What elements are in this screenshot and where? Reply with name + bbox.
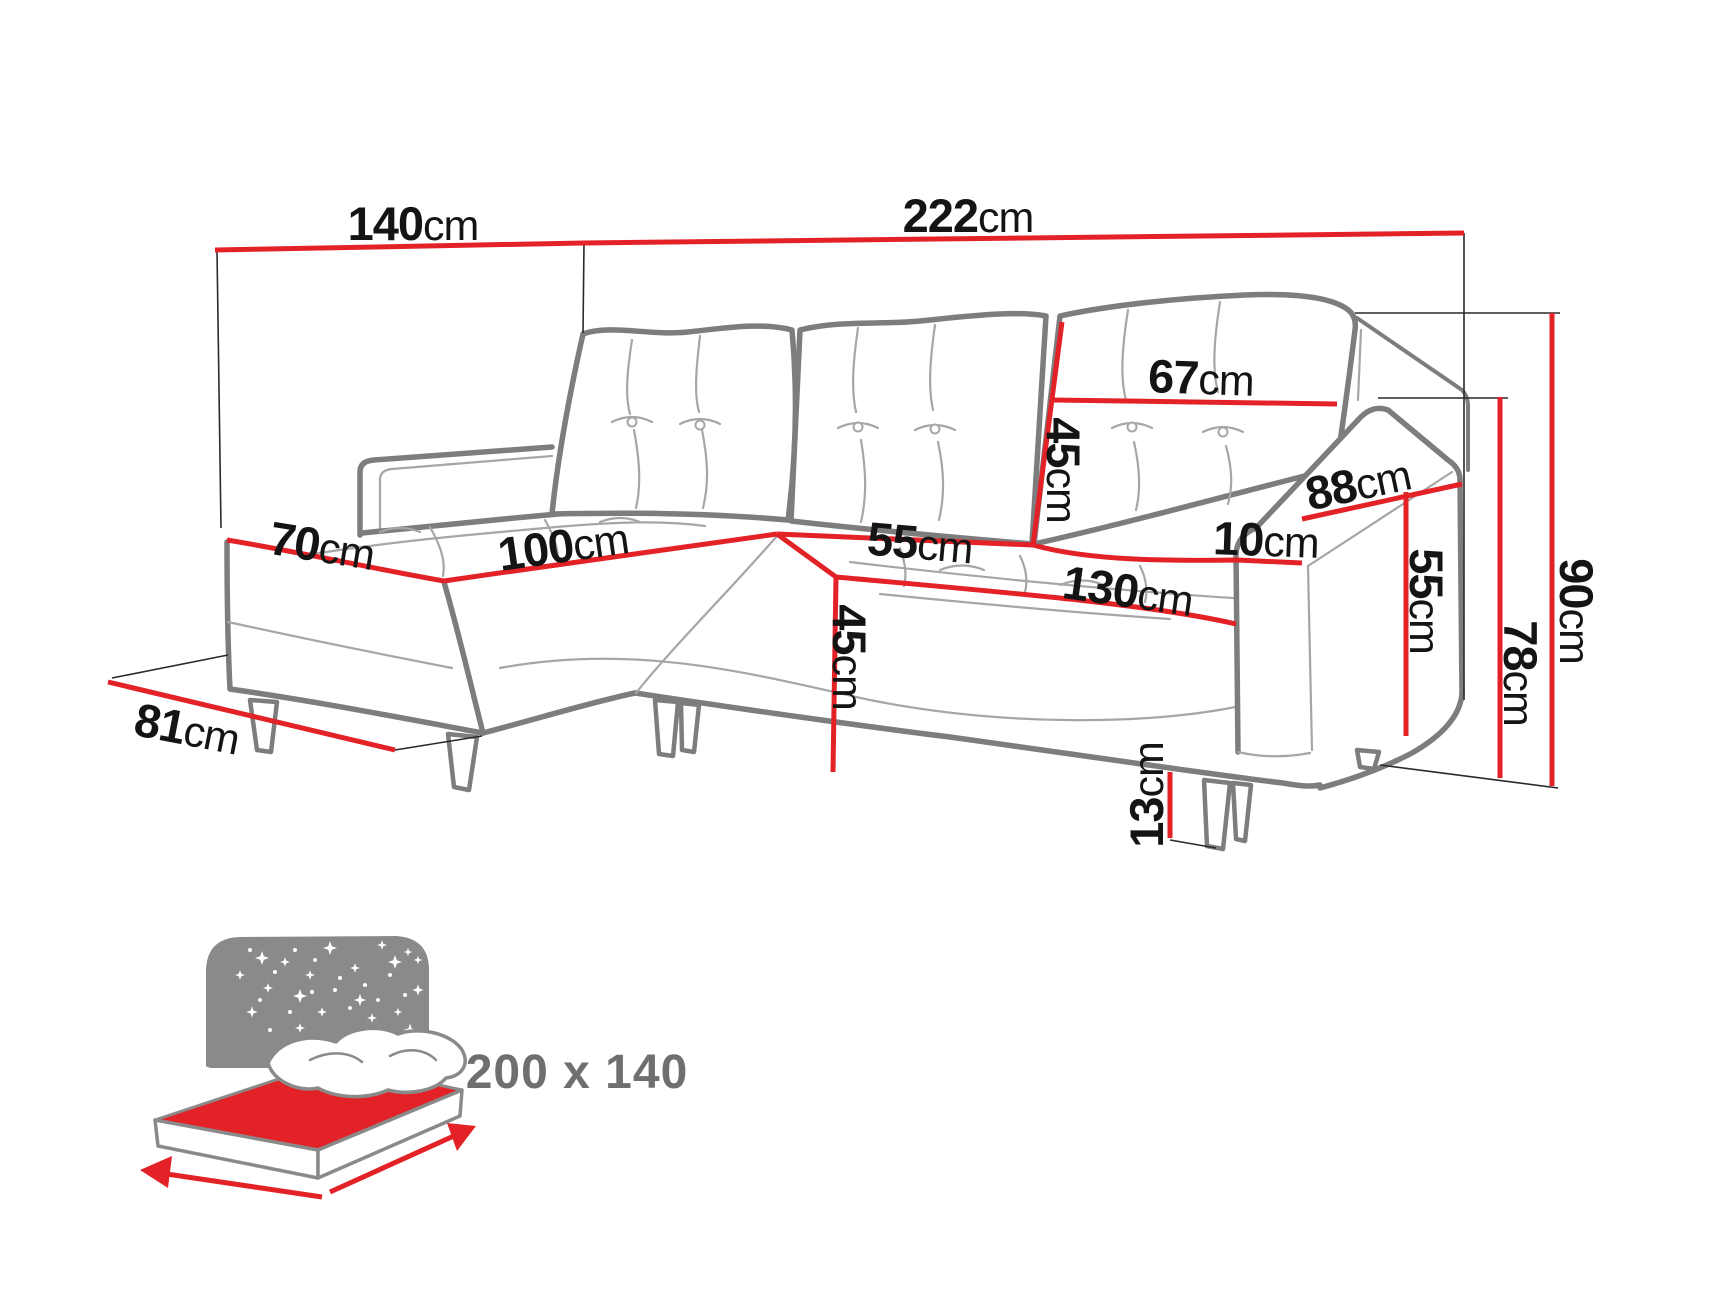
back-pillow-middle: [788, 310, 1049, 547]
dim-label-backrest-width-67: 67cm: [1147, 349, 1255, 406]
extension-lines: [111, 233, 1560, 849]
dim-label-chaise-side-140: 140cm: [347, 197, 480, 250]
dim-label-armrest-height-55: 55cm: [1400, 548, 1453, 654]
dim-label-seat-height-45: 45cm: [823, 604, 876, 710]
dimension-lines: [107, 230, 1555, 838]
stars: [235, 940, 424, 1061]
dim-label-leg-height-13: 13cm: [1120, 742, 1173, 848]
dim-label-seat-depth-55: 55cm: [865, 511, 975, 574]
left-back-rail: [357, 444, 588, 538]
size-arrow-icons: [140, 1123, 476, 1200]
dim-label-back-height-78: 78cm: [1494, 620, 1547, 726]
sleeping-area-size: 200 x 140: [465, 1046, 689, 1099]
duvet-icon: [266, 1026, 467, 1099]
back-pillow-left: [549, 323, 799, 523]
dim-label-total-length-222: 222cm: [902, 189, 1035, 242]
sleeper-bed-icon: [140, 936, 476, 1200]
sofa-legs: [247, 697, 1382, 852]
dim-label-backrest-height-45: 45cm: [1037, 417, 1090, 523]
dim-label-total-height-90: 90cm: [1550, 558, 1603, 664]
dim-label-armrest-width-10: 10cm: [1212, 511, 1320, 568]
